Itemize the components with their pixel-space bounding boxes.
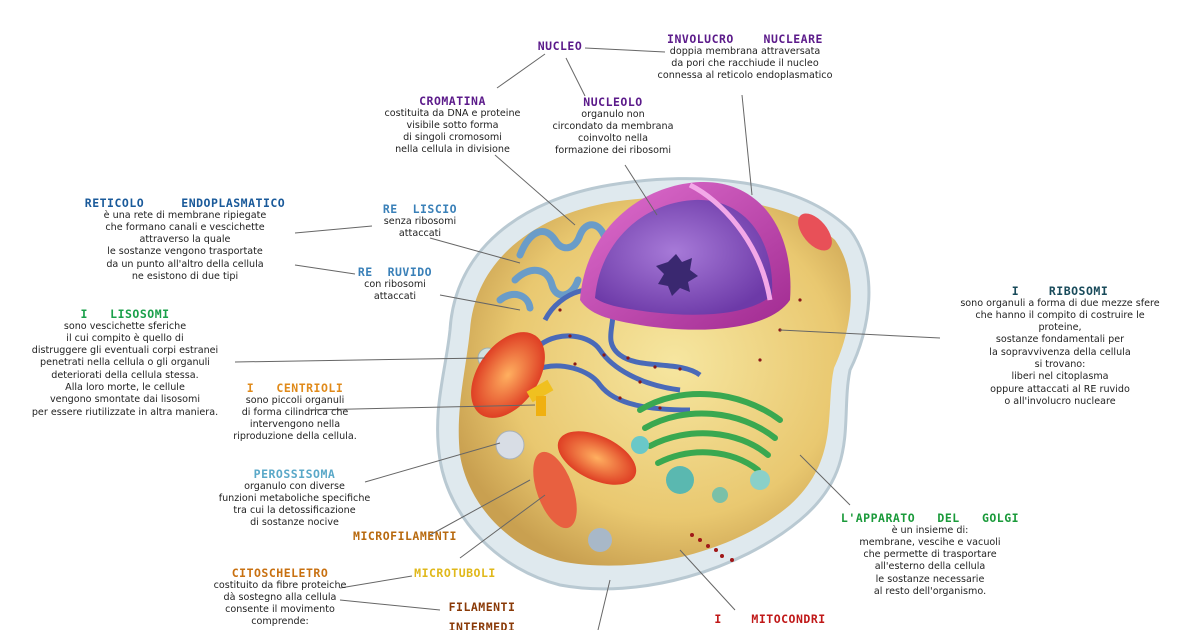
smooth-er: [496, 221, 609, 312]
label-ribosomi-title: I RIBOSOMI: [1011, 284, 1109, 298]
label-citoscheletro: CITOSCHELETRO costituito da fibre protei…: [205, 567, 355, 629]
label-nucleolo-desc: organulo non circondato da membrana coin…: [552, 108, 674, 157]
label-nucleolo: NUCLEOLO organulo non circondato da memb…: [538, 96, 688, 158]
label-centrioli-title: I CENTRIOLI: [246, 381, 344, 395]
polyribosome: [690, 533, 734, 562]
vesicles: [477, 347, 770, 552]
label-mitocondri: I MITOCONDRI: [700, 613, 840, 626]
label-reticolo-title: RETICOLO ENDOPLASMATICO: [84, 196, 286, 210]
label-re-ruvido-desc: con ribosomi attaccati: [364, 278, 426, 302]
label-microfilamenti: MICROFILAMENTI: [345, 530, 465, 543]
label-ribosomi-desc: sono organuli a forma di due mezze sfere…: [960, 297, 1160, 407]
label-lisosomi-title: I LISOSOMI: [80, 307, 170, 321]
label-ribosomi: I RIBOSOMI sono organuli a forma di due …: [945, 285, 1175, 408]
label-perossisoma-title: PEROSSISOMA: [253, 467, 336, 481]
nucleolus: [656, 254, 698, 296]
label-perossisoma: PEROSSISOMA organulo con diverse funzion…: [212, 468, 377, 530]
label-cromatina-desc: costituita da DNA e proteine visibile so…: [384, 107, 521, 156]
centrioles: [526, 379, 554, 416]
label-microtuboli-title: MICROTUBOLI: [414, 566, 496, 580]
label-filamenti-title: FILAMENTI INTERMEDI: [448, 600, 516, 630]
label-lisosomi: I LISOSOMI sono vescichette sferiche il …: [25, 308, 225, 419]
label-mitocondri-title: I MITOCONDRI: [714, 612, 826, 626]
label-re-liscio: RE LISCIO senza ribosomi attaccati: [360, 203, 480, 240]
label-filamenti-intermedi: FILAMENTI INTERMEDI: [432, 597, 532, 630]
label-re-liscio-desc: senza ribosomi attaccati: [383, 215, 457, 239]
label-nucleolo-title: NUCLEOLO: [583, 95, 643, 109]
label-lisosomi-desc: sono vescichette sferiche il cui compito…: [31, 320, 219, 418]
label-involucro-nucleare: INVOLUCRO NUCLEARE doppia membrana attra…: [640, 33, 850, 82]
label-reticolo-desc: è una rete di membrane ripiegate che for…: [103, 209, 267, 282]
mitochondria: [471, 213, 832, 529]
label-re-liscio-title: RE LISCIO: [382, 202, 458, 216]
label-golgi-desc: è un insieme di: membrane, vescihe e vac…: [859, 524, 1001, 597]
connector-lines: [234, 47, 941, 630]
label-nucleo-title: NUCLEO: [537, 39, 583, 53]
golgi-apparatus: [637, 391, 783, 473]
label-cromatina-title: CROMATINA: [419, 94, 486, 108]
label-involucro-title: INVOLUCRO NUCLEARE: [667, 32, 823, 46]
nucleus: [580, 181, 791, 330]
label-citoscheletro-title: CITOSCHELETRO: [231, 566, 329, 580]
label-reticolo-endoplasmatico: RETICOLO ENDOPLASMATICO è una rete di me…: [60, 197, 310, 283]
label-centrioli-desc: sono piccoli organuli di forma cilindric…: [233, 394, 357, 443]
label-perossisoma-desc: organulo con diverse funzioni metabolich…: [218, 480, 371, 529]
label-microfilamenti-title: MICROFILAMENTI: [353, 529, 457, 543]
label-citoscheletro-desc: costituito da fibre proteiche dà sostegn…: [213, 579, 347, 628]
label-golgi-title: L'APPARATO DEL GOLGI: [840, 511, 1020, 525]
label-cromatina: CROMATINA costituita da DNA e proteine v…: [365, 95, 540, 157]
label-nucleo: NUCLEO: [520, 40, 600, 53]
label-re-ruvido-title: RE RUVIDO: [357, 265, 433, 279]
label-centrioli: I CENTRIOLI sono piccoli organuli di for…: [225, 382, 365, 444]
label-involucro-desc: doppia membrana attraversata da pori che…: [657, 45, 833, 82]
label-microtuboli: MICROTUBOLI: [405, 567, 505, 580]
label-re-ruvido: RE RUVIDO con ribosomi attaccati: [335, 266, 455, 303]
label-golgi: L'APPARATO DEL GOLGI è un insieme di: me…: [830, 512, 1030, 598]
